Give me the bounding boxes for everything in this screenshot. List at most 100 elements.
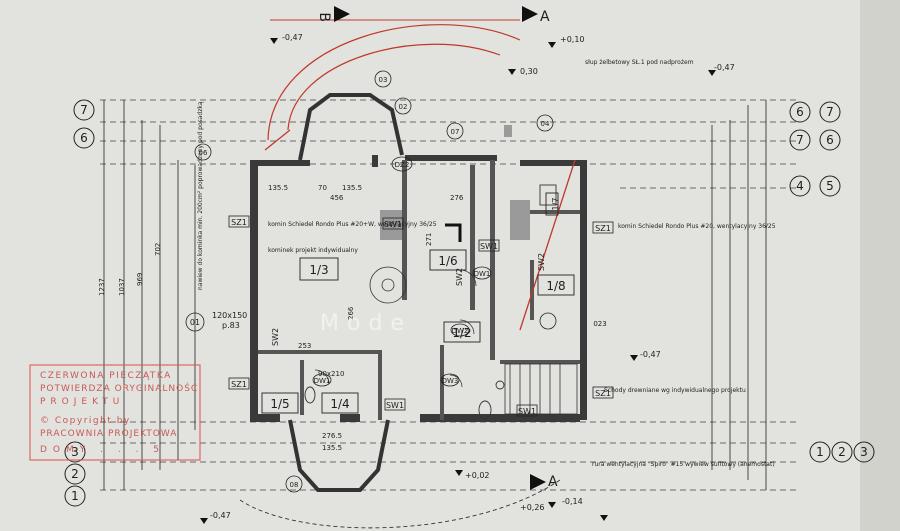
axis-label-right-5: 5 [826,179,834,193]
axis-label-right-7b: 7 [796,133,804,147]
tag-sw1-b: SW1 [480,242,498,251]
stamp-line-3: PROJEKTU [40,397,124,407]
room-1-3: 1/3 [309,263,328,277]
axis-label-right-6b: 6 [796,105,804,119]
window-tag-06: 06 [199,149,208,157]
axis-markers-left-bottom [64,441,86,507]
section-marker-a-bottom [530,474,546,490]
note-kominek: kominek projekt indywidualny [268,247,358,254]
section-marker-b-top [334,6,350,22]
stamp-line-4: © Copyright by [40,416,131,426]
room-label-boxes [261,192,575,414]
section-label-a-bottom: A [548,474,558,490]
axis-label-right-b3: 3 [860,445,868,459]
note-komin-right: komin Schiedel Rondo Plus #20, wentylacy… [618,223,776,230]
tag-sw1-c: SW1 [518,407,536,416]
bottom-arcs [239,479,561,529]
element-tag-boxes [228,215,614,417]
dim-d3: 135.5 [342,184,362,192]
note-slup: słup żelbetowy SŁ.1 pod nadprożem [585,59,694,66]
stamp-line-1: CZERWONA PIECZĄTKA [40,371,172,381]
tag-sw1-d: SW1 [386,401,404,410]
axis-label-right-7: 7 [826,105,834,119]
tag-sw2-a: SW2 [271,328,280,346]
level-l7: +0,26 [520,503,545,512]
level-l5: -0,47 [210,511,231,520]
level-l9: 0,30 [520,67,538,76]
note-komin-left: komin Schiedel Rondo Plus #20+W, wentyla… [268,221,437,228]
level-l6: -0,14 [562,497,583,506]
tag-sw2-b: SW2 [455,268,464,286]
window-tag-02: 02 [399,103,408,111]
dim-d2: 70 [318,184,327,192]
exterior-walls [250,155,587,422]
room-1-7: 1/7 [551,198,560,211]
tag-sw2-c: SW2 [537,253,546,271]
room-1-8: 1/8 [546,279,565,293]
bay-window-bottom [288,419,390,492]
spiral-stair [369,266,407,304]
window-tag-01: 01 [190,318,200,327]
dim-d6: 253 [298,342,311,350]
tag-sz1-left: SZ1 [231,218,247,227]
dim-d9: 1237 [98,278,106,296]
tag-sw1-a: SW1 [384,220,402,229]
window-tag-023: 023 [593,320,606,328]
level-l1: -0,47 [282,33,303,42]
axis-label-left-7: 7 [80,103,88,117]
tag-dw3: DW3 [442,377,459,385]
axis-label-right-b1: 1 [816,445,824,459]
dim-d11: 969 [136,273,144,286]
axis-label-right-b2: 2 [838,445,846,459]
window-01-sill: p.83 [222,321,240,330]
level-l3: -0,47 [714,63,735,72]
dim-d7: 266 [347,306,355,320]
dim-d14: 276.5 [322,432,342,440]
room-1-2: 1/2 [452,326,471,340]
section-label-a-top: A [540,9,550,25]
axis-label-left-2: 2 [71,467,79,481]
dim-d8: 271 [425,233,433,246]
level-l4: -0,47 [640,350,661,359]
axis-markers-right-bottom [809,441,875,463]
tag-dz2: DZ2 [395,161,410,169]
section-marker-a-top [522,6,538,22]
level-l8: +0,02 [465,471,490,480]
window-01-size: 120x150 [212,311,247,320]
bay-window-top [298,93,404,161]
dim-d13: 135.5 [322,444,342,452]
tag-dw1: DW1 [474,270,491,278]
tag-sz1-right-bottom: SZ1 [595,389,611,398]
dim-d1: 135.5 [268,184,288,192]
dim-d4: 456 [330,194,344,202]
door-tag-ellipses [312,156,492,387]
axis-label-right-6: 6 [826,133,834,147]
red-annotation-lines [264,129,576,331]
room-1-4: 1/4 [330,397,349,411]
dim-d15: 90x210 [318,370,344,378]
watermark: Mode [320,311,412,336]
window-tag-07: 07 [451,128,460,136]
axis-label-left-6: 6 [80,131,88,145]
red-terrace-arcs [267,24,521,141]
left-dimension-chains [103,100,196,490]
level-markers [200,38,716,524]
dim-d5: 276 [450,194,464,202]
room-1-5: 1/5 [270,397,289,411]
window-tag-04: 04 [541,120,550,128]
stamp-line-2: POTWIERDZA ORYGINALNOŚĆ [40,382,198,394]
tag-sz1-left-bottom: SZ1 [231,380,247,389]
axis-label-left-1: 1 [71,489,79,503]
stamp-line-6: DOMY . . . 5 [40,445,165,455]
staircase [504,363,578,415]
window-tag-08: 08 [290,481,299,489]
level-l2: +0,10 [560,35,585,44]
bathroom-fixtures [304,184,557,420]
dim-d10: 1037 [118,278,126,296]
window-tag-circles [185,70,557,493]
axis-label-left-3: 3 [71,445,79,459]
note-rura: rura wentylacyjna "Spiro" #15 wywiew suf… [592,461,775,468]
stamp-line-5: PRACOWNIA PROJEKTOWA [40,429,177,439]
